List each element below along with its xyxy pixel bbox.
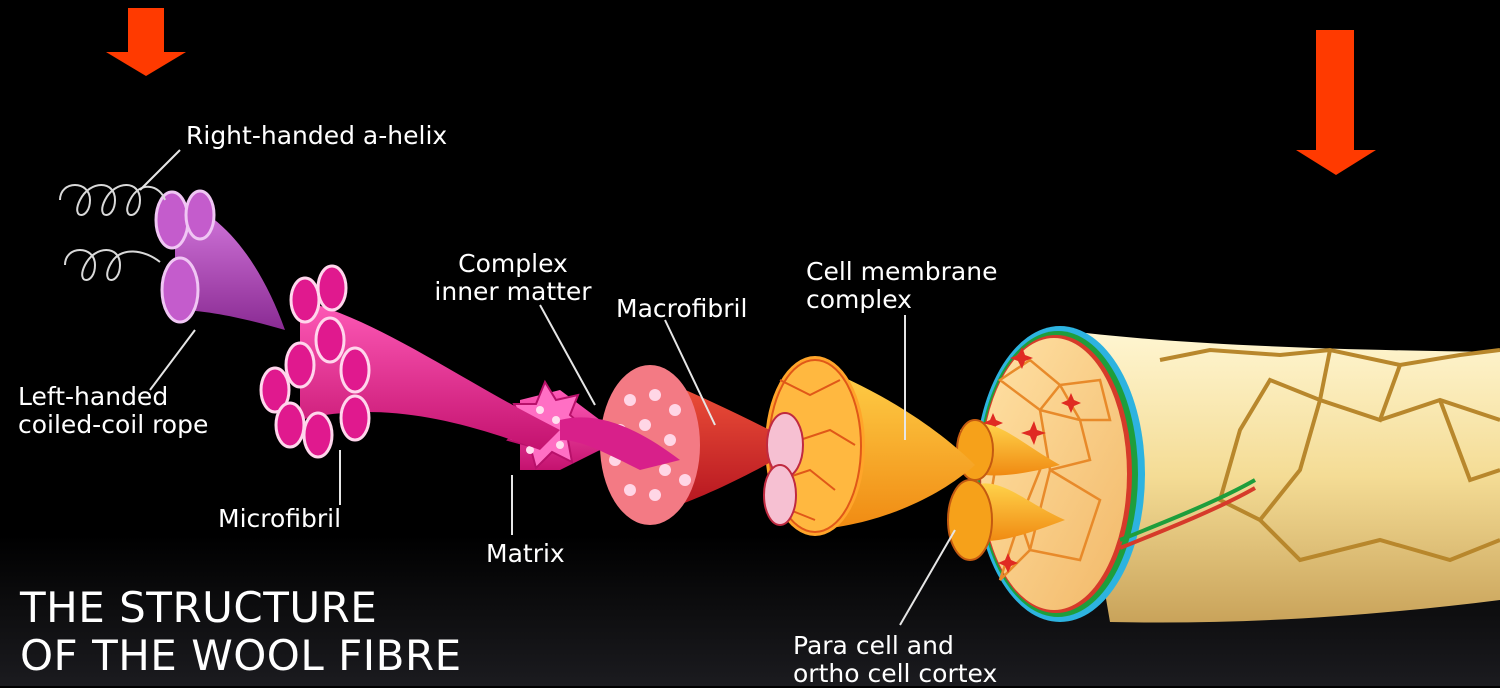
title-line1: THE STRUCTURE — [20, 584, 462, 632]
label-rope-line2: coiled-coil rope — [18, 411, 208, 439]
label-coiled-coil-rope: Left-handed coiled-coil rope — [18, 383, 208, 439]
label-cortex-line2: ortho cell cortex — [793, 660, 997, 688]
label-matrix: Matrix — [486, 540, 565, 568]
label-rope-line1: Left-handed — [18, 383, 208, 411]
label-cell-membrane-line1: Cell membrane — [806, 258, 997, 286]
label-complex-line1: Complex — [418, 250, 608, 278]
title-line2: OF THE WOOL FIBRE — [20, 632, 462, 680]
alpha-helix-coils — [60, 185, 165, 280]
label-alpha-helix: Right-handed a-helix — [186, 122, 447, 150]
label-cell-membrane-line2: complex — [806, 286, 997, 314]
label-complex-line2: inner matter — [418, 278, 608, 306]
diagram-title: THE STRUCTURE OF THE WOOL FIBRE — [20, 584, 462, 680]
label-cortex: Para cell and ortho cell cortex — [793, 632, 997, 688]
label-macrofibril: Macrofibril — [616, 295, 747, 323]
label-complex-inner-matter: Complex inner matter — [418, 250, 608, 306]
coiled-coil-rope — [156, 191, 285, 330]
label-cell-membrane-complex: Cell membrane complex — [806, 258, 997, 314]
down-arrow-icon — [1296, 30, 1376, 175]
label-microfibril: Microfibril — [218, 505, 341, 533]
down-arrow-icon — [106, 8, 186, 76]
label-cortex-line1: Para cell and — [793, 632, 997, 660]
